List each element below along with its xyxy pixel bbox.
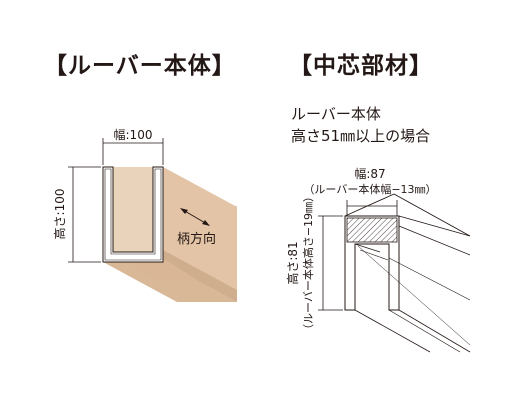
left-width-label: 幅:100 (114, 127, 153, 142)
right-height-note: （ルーバー本体高さ−19㎜） (301, 191, 315, 335)
louver-body-illustration (102, 166, 238, 302)
left-height-dimension: 高さ:100 (52, 166, 101, 263)
core-member-heading: 【中芯部材】 (289, 53, 433, 79)
grain-direction-label: 柄方向 (177, 231, 216, 247)
grain-direction-arrow: 柄方向 (177, 208, 216, 247)
right-height-label: 高さ:81 (285, 241, 300, 284)
louver-body-heading: 【ルーバー本体】 (44, 53, 236, 79)
condition-line-1: ルーバー本体 (291, 105, 381, 123)
core-member-illustration (344, 193, 471, 353)
right-width-dimension: 幅:87 （ルーバー本体幅−13㎜） (303, 166, 437, 216)
left-width-dimension: 幅:100 (102, 127, 164, 165)
right-width-note: （ルーバー本体幅−13㎜） (303, 182, 436, 196)
condition-line-2: 高さ51㎜以上の場合 (291, 127, 431, 145)
right-height-dimension: 高さ:81 （ルーバー本体高さ−19㎜） (285, 191, 343, 335)
right-width-label: 幅:87 (354, 166, 385, 181)
left-height-label: 高さ:100 (52, 189, 67, 240)
